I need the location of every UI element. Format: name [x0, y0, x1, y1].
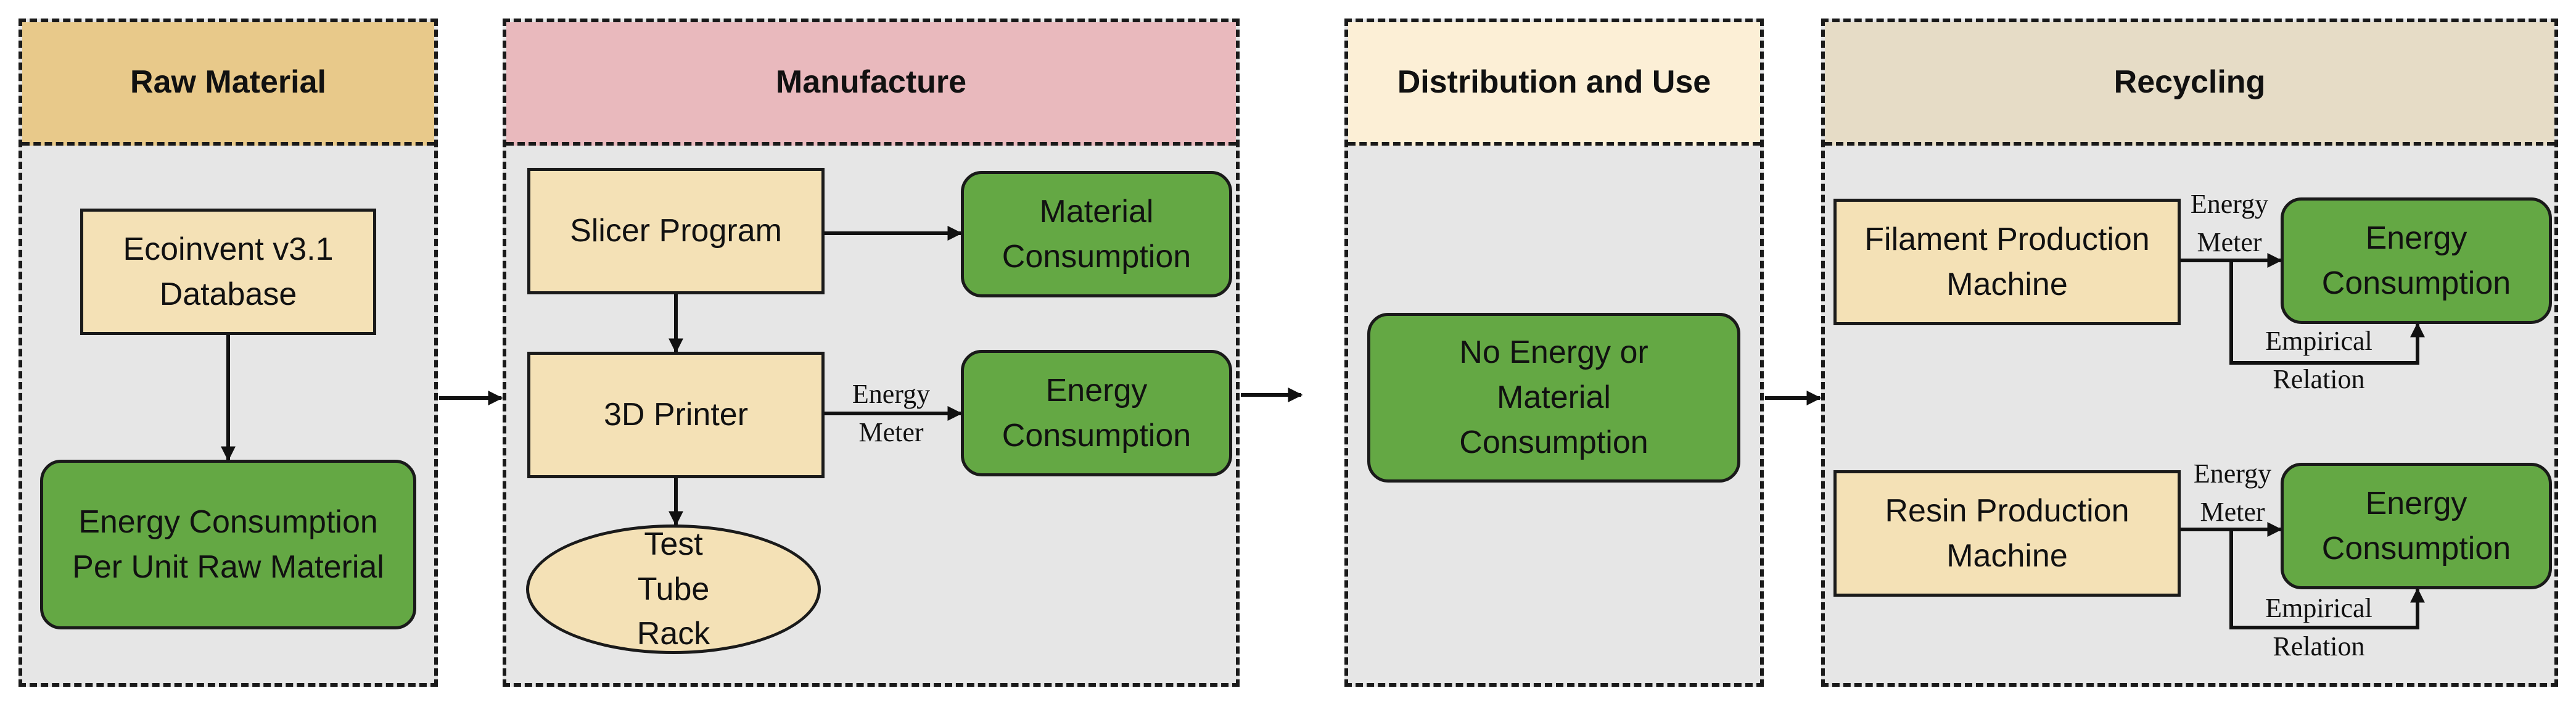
- filament-machine-box: Filament Production Machine: [1833, 199, 2181, 325]
- 3d-printer-box: 3D Printer: [527, 352, 825, 478]
- distribution-header: Distribution and Use: [1348, 22, 1760, 146]
- resin-energy-consumption-box: Energy Consumption: [2281, 463, 2552, 589]
- raw-energy-consumption-box: Energy Consumption Per Unit Raw Material: [40, 460, 416, 629]
- resin-machine-box: Resin Production Machine: [1833, 470, 2181, 597]
- filament-energy-consumption-box: Energy Consumption: [2281, 197, 2552, 324]
- test-tube-rack-ellipse: Test Tube Rack: [526, 524, 821, 654]
- resin-empirical-arrow: [2229, 529, 2425, 629]
- filament-empirical-relation-label: Empirical Relation: [2265, 326, 2372, 394]
- filament-energy-meter-label: Energy Meter: [2190, 189, 2269, 257]
- printer-energy-meter-label: Energy Meter: [852, 379, 931, 447]
- ecoinvent-database-box: Ecoinvent v3.1 Database: [80, 209, 376, 335]
- no-consumption-box: No Energy or Material Consumption: [1367, 313, 1740, 483]
- resin-energy-meter-label: Energy Meter: [2193, 458, 2272, 527]
- filament-empirical-arrow: [2229, 260, 2425, 365]
- raw-material-header: Raw Material: [22, 22, 434, 146]
- resin-empirical-relation-label: Empirical Relation: [2265, 593, 2372, 661]
- slicer-program-box: Slicer Program: [527, 168, 825, 294]
- recycling-header: Recycling: [1825, 22, 2554, 146]
- material-consumption-box: Material Consumption: [961, 171, 1232, 297]
- printer-energy-consumption-box: Energy Consumption: [961, 350, 1232, 476]
- manufacture-header: Manufacture: [506, 22, 1236, 146]
